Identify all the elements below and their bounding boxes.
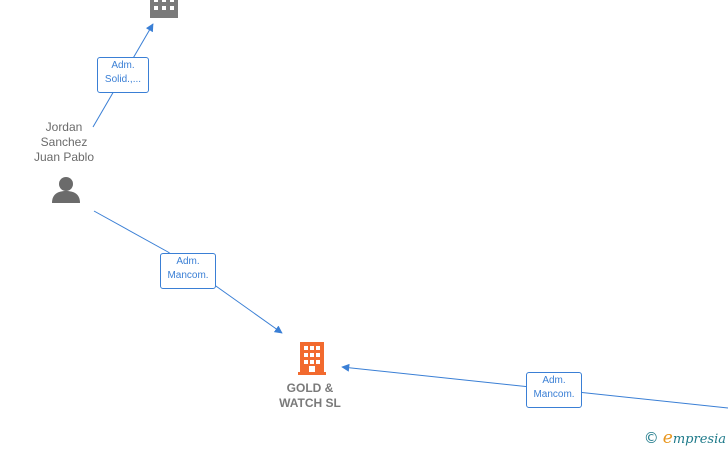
edge-label-person-to-main[interactable]: Adm. Mancom. [160,253,216,289]
person-icon[interactable] [52,177,80,203]
company-name-line: WATCH SL [279,396,341,410]
edge-label-line: Mancom. [533,389,575,400]
edge-label-right-to-main[interactable]: Adm. Mancom. [526,372,582,408]
edge-label-person-to-top[interactable]: Adm. Solid.,... [97,57,149,93]
person-name-line: Jordan [45,120,83,134]
brand-name: mpresia [672,432,726,447]
edge-label-line: Solid.,... [104,74,142,85]
brand-initial: e [662,428,673,448]
company-name-line: GOLD & [286,381,334,395]
person-name-line: Juan Pablo [33,150,95,164]
edge-label-line: Adm. [111,60,135,71]
building-icon[interactable] [150,0,178,18]
copyright-icon: © [643,429,659,447]
building-icon[interactable] [298,342,326,375]
person-name[interactable]: Jordan Sanchez Juan Pablo [24,120,104,165]
company-name[interactable]: GOLD & WATCH SL [260,381,360,411]
empresia-logo: ©empresia [644,428,726,448]
edge-label-line: Mancom. [167,270,209,281]
edge-label-line: Adm. [542,375,566,386]
edge-line-person-to-main [93,210,283,334]
edge-label-line: Adm. [176,256,200,267]
person-name-line: Sanchez [40,135,88,149]
